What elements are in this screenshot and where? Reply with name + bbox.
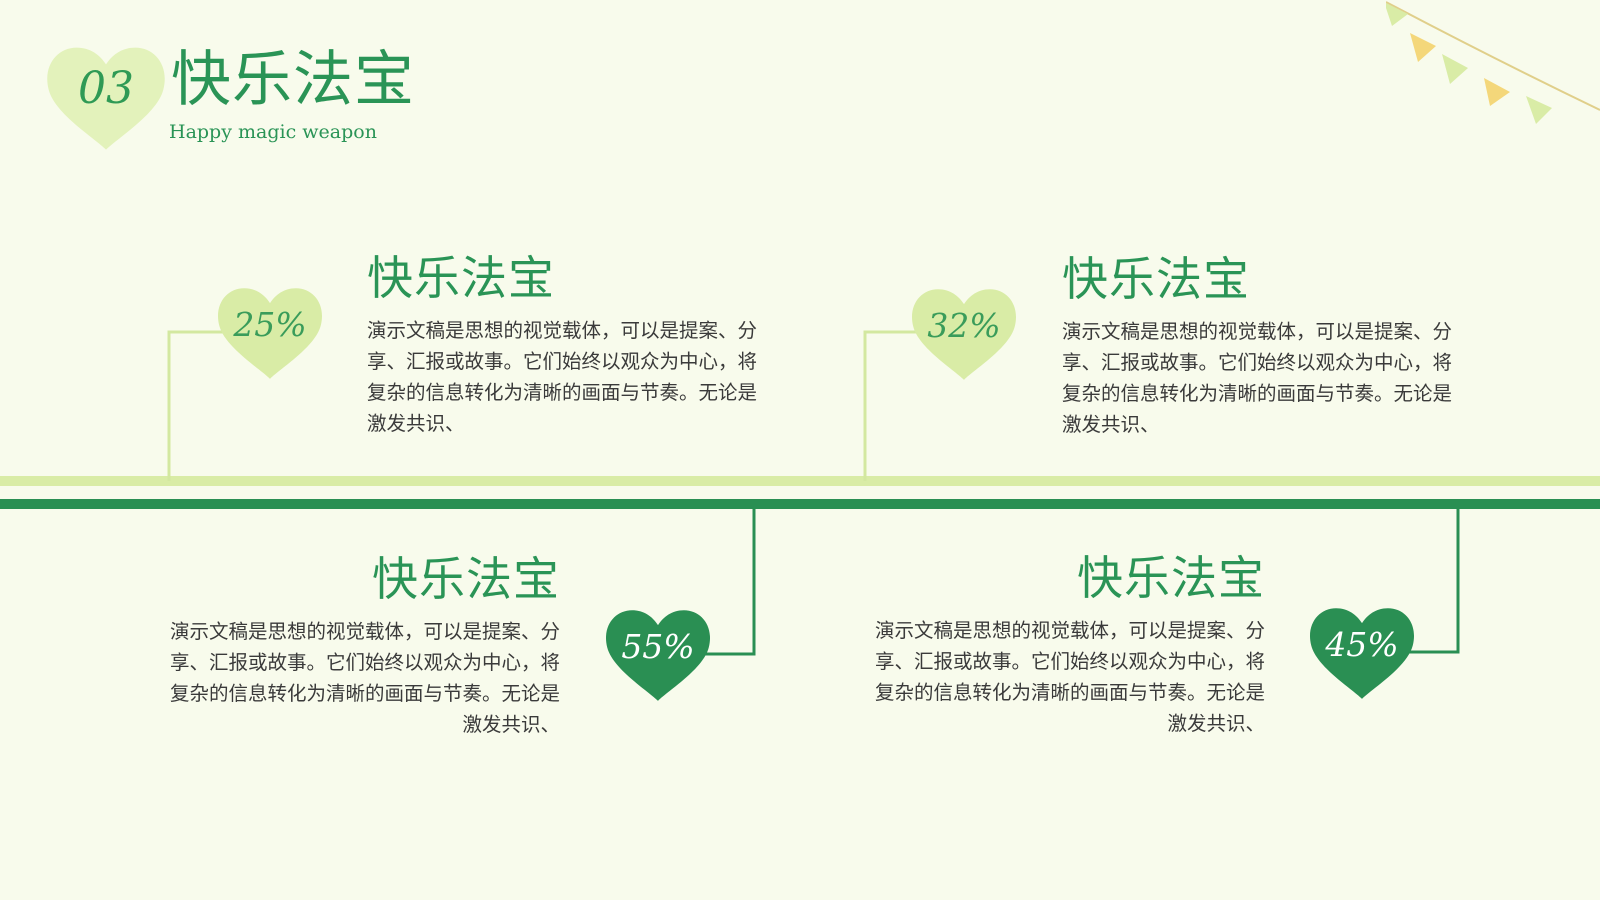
heart-icon (47, 47, 165, 150)
card-title-1: 快乐法宝 (367, 251, 555, 305)
heart-icon (911, 289, 1017, 380)
percent-value-1: 25% (233, 305, 307, 344)
heart-icon (1309, 608, 1415, 699)
percent-value-3: 55% (621, 627, 695, 666)
connector-1 (167, 330, 224, 481)
card-body-1: 演示文稿是思想的视觉载体，可以是提案、分享、汇报或故事。它们始终以观众为中心，将… (367, 319, 758, 435)
timeline-light-line (0, 476, 1600, 486)
connector-3 (696, 504, 756, 656)
card-body-2: 演示文稿是思想的视觉载体，可以是提案、分享、汇报或故事。它们始终以观众为中心，将… (1062, 320, 1453, 436)
page-title: 快乐法宝 (171, 45, 415, 115)
percent-heart-2: 32% (910, 286, 1018, 382)
header-heart: 03 (45, 44, 167, 152)
percent-value-4: 45% (1325, 625, 1399, 664)
page-subtitle: Happy magic weapon (169, 121, 377, 143)
percent-heart-4: 45% (1308, 605, 1416, 701)
section-number: 03 (78, 63, 134, 114)
percent-heart-3: 55% (604, 607, 712, 703)
card-title-4: 快乐法宝 (1077, 551, 1265, 605)
bunting-decoration (1386, 1, 1600, 124)
timeline-dark-line (0, 499, 1600, 509)
card-body-4: 演示文稿是思想的视觉载体，可以是提案、分享、汇报或故事。它们始终以观众为中心，将… (874, 619, 1265, 735)
percent-value-2: 32% (927, 306, 1001, 345)
card-body-3: 演示文稿是思想的视觉载体，可以是提案、分享、汇报或故事。它们始终以观众为中心，将… (169, 620, 560, 736)
percent-heart-1: 25% (216, 285, 324, 381)
heart-icon (605, 610, 711, 701)
card-title-2: 快乐法宝 (1062, 252, 1250, 306)
connector-2 (863, 330, 918, 481)
card-title-3: 快乐法宝 (372, 552, 560, 606)
heart-icon (217, 288, 323, 379)
connector-4 (1400, 504, 1460, 654)
